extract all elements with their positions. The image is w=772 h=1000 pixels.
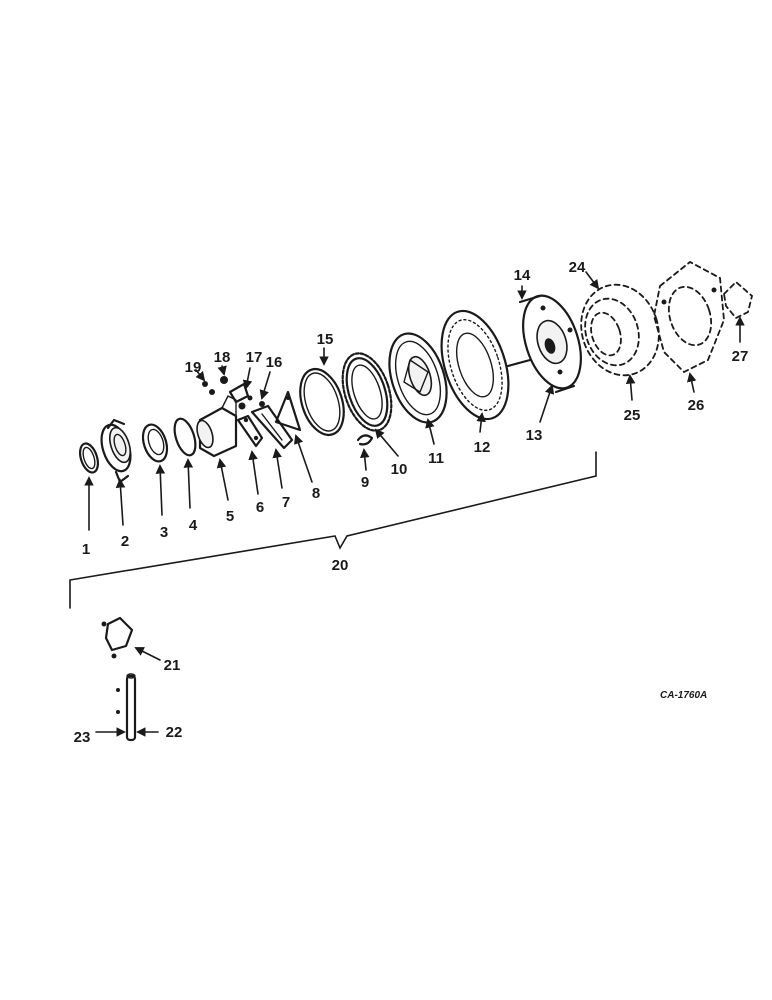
callout-9: 9 xyxy=(361,474,369,491)
callout-23: 23 xyxy=(74,729,91,746)
part-21-fork xyxy=(101,616,134,659)
callout-18: 18 xyxy=(214,349,231,366)
callout-6: 6 xyxy=(256,499,264,516)
part-9-clip xyxy=(356,434,374,446)
callout-5: 5 xyxy=(226,508,234,525)
part-11-clutch-disc xyxy=(388,332,448,424)
part-6-lever xyxy=(236,414,264,448)
bracket-20-upper xyxy=(69,451,597,609)
callout-24: 24 xyxy=(569,259,586,276)
callout-26: 26 xyxy=(688,397,705,414)
part-8-triangular-plate xyxy=(274,390,302,432)
part-7-link xyxy=(250,404,294,450)
part-25-flywheel-dashed xyxy=(580,283,660,377)
callout-16: 16 xyxy=(266,354,283,371)
callout-labels: 1 2 3 4 5 6 7 8 9 10 11 12 13 14 15 16 1… xyxy=(74,259,749,746)
part-22-shaft xyxy=(125,673,137,742)
part-27-cover-dashed xyxy=(723,280,754,320)
part-23-pins xyxy=(116,688,120,714)
callout-19: 19 xyxy=(185,359,202,376)
part-4-ring xyxy=(173,417,197,457)
callout-14: 14 xyxy=(514,267,531,284)
callout-7: 7 xyxy=(282,494,290,511)
callout-22: 22 xyxy=(166,724,183,741)
callout-13: 13 xyxy=(526,427,543,444)
callout-12: 12 xyxy=(474,439,491,456)
leader-lines xyxy=(84,271,745,737)
small-hardware-cluster xyxy=(202,376,265,410)
reference-code: CA-1760A xyxy=(660,690,707,701)
callout-2: 2 xyxy=(121,533,129,550)
part-12-pressure-plate xyxy=(440,309,510,421)
callout-21: 21 xyxy=(164,657,181,674)
callout-15: 15 xyxy=(317,331,334,348)
part-1-snap-ring xyxy=(78,442,100,474)
part-14-pin xyxy=(506,294,576,394)
part-13-cover-assembly xyxy=(522,294,582,390)
part-5-release-sleeve xyxy=(196,395,238,458)
part-3-bearing xyxy=(141,423,169,463)
callout-1: 1 xyxy=(82,541,90,558)
callout-17: 17 xyxy=(246,349,263,366)
callout-27: 27 xyxy=(732,348,749,365)
callout-4: 4 xyxy=(189,517,198,534)
callout-20: 20 xyxy=(332,557,349,574)
part-15-ring xyxy=(299,367,345,437)
part-26-housing-dashed xyxy=(653,260,725,374)
callout-8: 8 xyxy=(312,485,320,502)
callout-3: 3 xyxy=(160,524,168,541)
callout-10: 10 xyxy=(391,461,408,478)
callout-11: 11 xyxy=(428,450,444,467)
part-2-bearing-carrier xyxy=(100,418,132,484)
callout-25: 25 xyxy=(624,407,641,424)
